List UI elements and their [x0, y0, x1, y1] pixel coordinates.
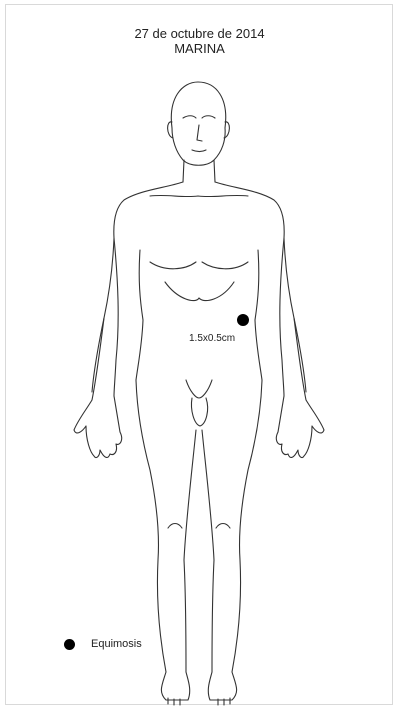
- toes-right: [218, 698, 230, 705]
- inner-leg-right: [202, 430, 214, 560]
- collarbones: [150, 195, 248, 196]
- nose: [197, 125, 202, 141]
- chest: [150, 262, 248, 269]
- head-outline: [171, 82, 225, 165]
- flank-right: [255, 250, 262, 380]
- flank-left: [136, 250, 143, 380]
- toes-left: [168, 698, 180, 705]
- injury-size-label: 1.5x0.5cm: [189, 333, 235, 344]
- groin: [186, 380, 212, 398]
- hip-right: [208, 380, 262, 700]
- legend-label: Equimosis: [91, 638, 142, 650]
- rib-line: [165, 282, 234, 301]
- injury-marker: [237, 314, 249, 326]
- inner-leg-left: [184, 430, 196, 560]
- legend: Equimosis: [64, 638, 142, 650]
- hip-left: [136, 380, 190, 700]
- knee-left: [168, 524, 182, 529]
- mouth: [192, 150, 206, 152]
- torso-right: [215, 182, 306, 392]
- genitals: [191, 398, 207, 426]
- left-inner-arm: [114, 238, 118, 396]
- knee-right: [216, 524, 230, 529]
- brows: [183, 116, 215, 118]
- legend-marker-icon: [64, 639, 75, 650]
- right-inner-arm: [280, 238, 284, 396]
